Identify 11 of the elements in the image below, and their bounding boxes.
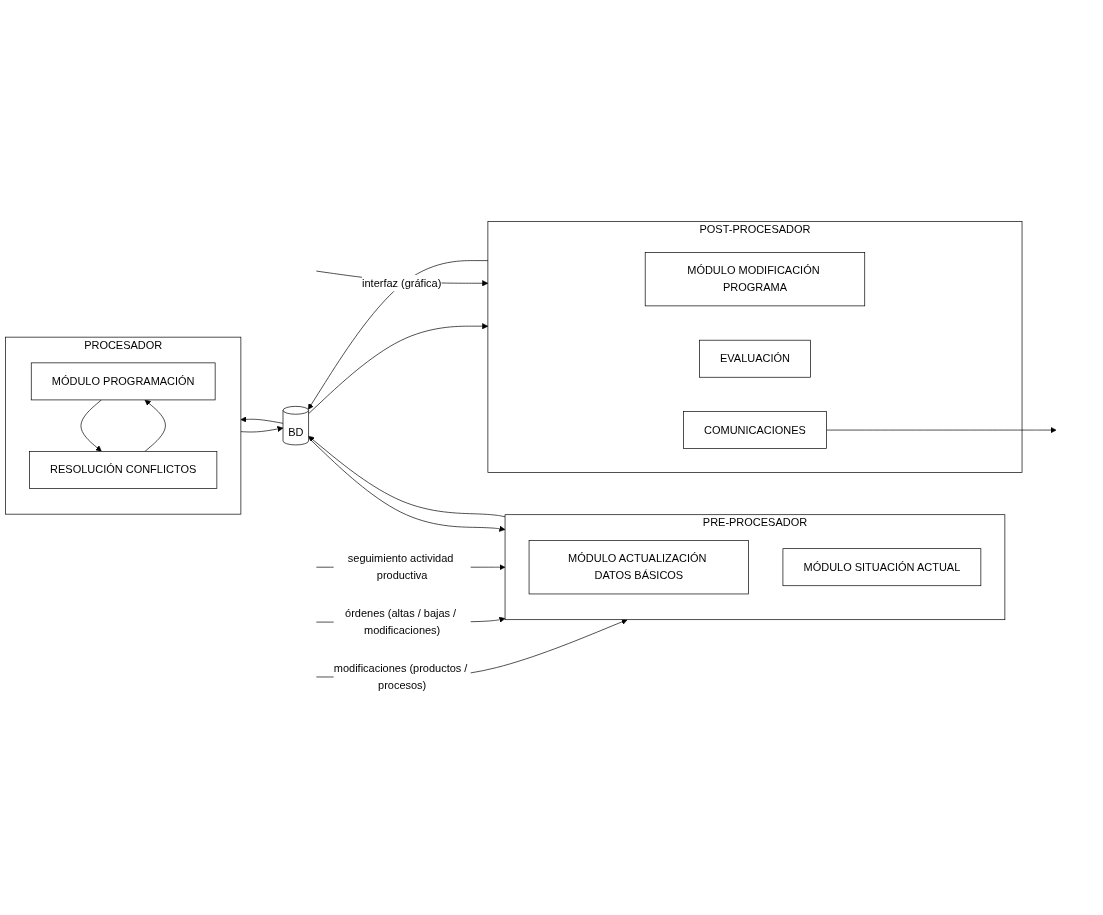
node-box: RESOLUCIÓN CONFLICTOS <box>29 451 218 489</box>
node-box: MÓDULO MODIFICACIÓN PROGRAMA <box>644 252 866 307</box>
edge-label: modificaciones (productos / procesos) <box>333 662 468 691</box>
node-box: MÓDULO PROGRAMACIÓN <box>30 362 216 401</box>
node-box: MÓDULO SITUACIÓN ACTUAL <box>782 548 982 587</box>
node-box: COMUNICACIONES <box>683 411 827 449</box>
edge-label: interfaz (gráfica) <box>362 277 442 289</box>
edge-label: órdenes (altas / bajas / modificaciones) <box>345 607 457 636</box>
node-box: MÓDULO ACTUALIZACIÓN DATOS BÁSICOS <box>528 540 749 595</box>
edge-label: seguimiento actividad productiva <box>347 552 454 581</box>
node-box: EVALUACIÓN <box>699 339 811 378</box>
